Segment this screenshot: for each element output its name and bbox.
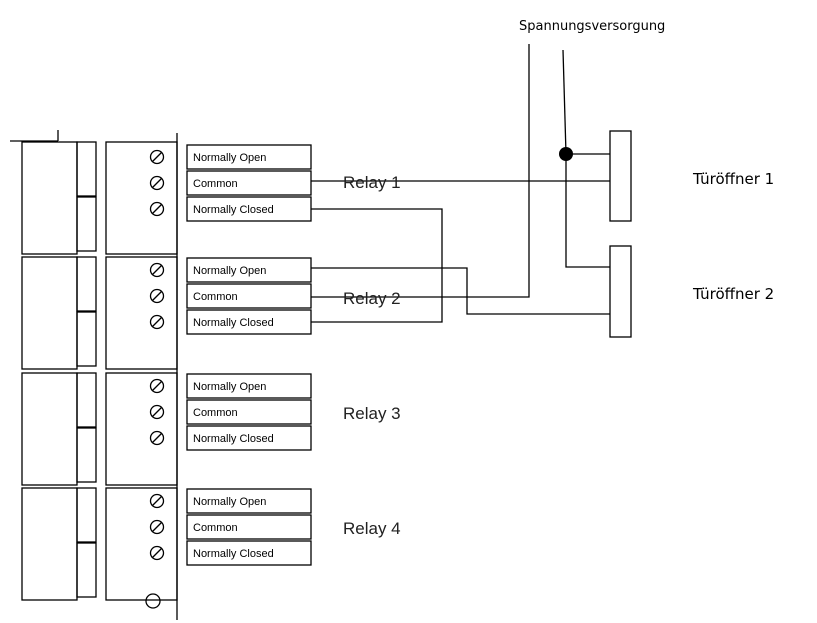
relay3-no-label: Normally Open [193,381,266,393]
relay2-nc-label: Normally Closed [193,317,274,329]
terminal-label-boxes [186,144,312,566]
relay2-label: Relay 2 [343,289,401,308]
wire-relay1-nc-to-relay2-nc [311,208,443,323]
power-supply-label: Spannungsversorgung [519,19,665,34]
relay4-com-label: Common [193,522,238,534]
relay2-com-label: Common [193,291,238,303]
relay4-nc-label: Normally Closed [193,548,274,560]
relay1-com-label: Common [193,178,238,190]
relay3-nc-label: Normally Closed [193,433,274,445]
relay1-nc-label: Normally Closed [193,204,274,216]
relay3-com-label: Common [193,407,238,419]
door-opener-2-label: Türöffner 2 [692,285,774,303]
mounting-hole [145,593,161,609]
relay1-label: Relay 1 [343,173,401,192]
door-opener-1-box [609,130,632,222]
wire-relay2-no-to-opener2 [311,267,610,315]
wire-junction-to-opener2 [565,154,610,268]
door-opener-2-box [609,245,632,338]
relay1-no-label: Normally Open [193,152,266,164]
relay-module-1 [21,141,178,255]
wire-supply-to-junction [562,49,567,155]
relay-module-3 [21,372,178,486]
wires [311,44,610,323]
relay4-no-label: Normally Open [193,496,266,508]
wire-supply-to-relay2-common [311,44,530,298]
screw-terminals [149,149,165,561]
relay-module-4 [21,487,178,601]
relay-module-2 [21,256,178,370]
door-opener-1-label: Türöffner 1 [692,170,774,188]
relay4-label: Relay 4 [343,519,401,538]
relay2-no-label: Normally Open [193,265,266,277]
relay3-label: Relay 3 [343,404,401,423]
wire-junction-dot [559,147,573,161]
